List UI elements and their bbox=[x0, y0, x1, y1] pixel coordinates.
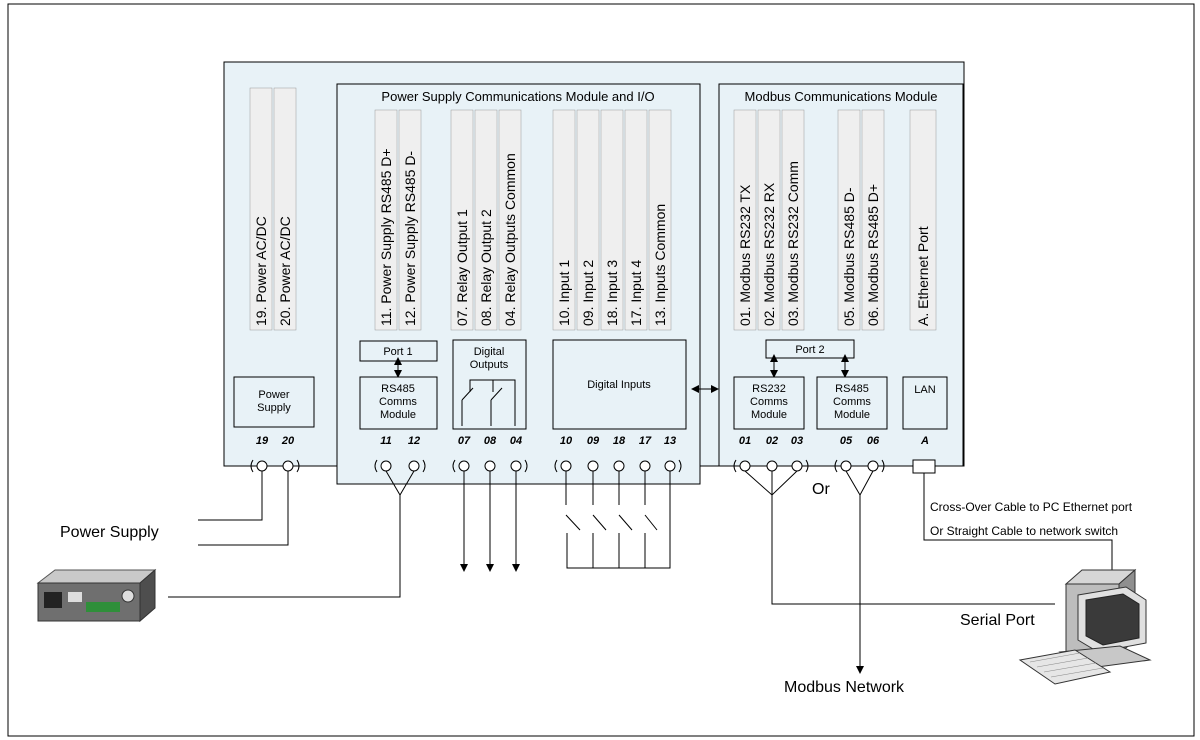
terminal-connectors bbox=[250, 459, 936, 474]
psc-module-title: Power Supply Communications Module and I… bbox=[381, 89, 654, 104]
power-supply-box-line2: Supply bbox=[257, 402, 291, 414]
label-terminal-08: 08. Relay Output 2 bbox=[478, 209, 494, 326]
port2-label: Port 2 bbox=[795, 344, 824, 356]
label-terminal-12: 12. Power Supply RS485 D- bbox=[402, 151, 418, 326]
digital-outputs-line1: Digital bbox=[474, 346, 505, 358]
svg-text:10: 10 bbox=[560, 435, 573, 447]
svg-text:07: 07 bbox=[458, 435, 471, 447]
svg-text:17: 17 bbox=[639, 435, 652, 447]
port2-box bbox=[765, 339, 855, 359]
label-terminal-01: 01. Modbus RS232 TX bbox=[737, 184, 753, 326]
modbus-module-title: Modbus Communications Module bbox=[745, 89, 938, 104]
label-terminal-02: 02. Modbus RS232 RX bbox=[761, 182, 777, 326]
psc-rs485-line2: Comms bbox=[379, 396, 417, 408]
svg-text:02: 02 bbox=[766, 435, 778, 447]
svg-text:19: 19 bbox=[256, 435, 269, 447]
power-supply-box bbox=[233, 376, 315, 428]
label-terminal-13: 13. Inputs Common bbox=[652, 204, 668, 326]
svg-text:11: 11 bbox=[380, 435, 391, 447]
psc-rs485-line1: RS485 bbox=[381, 383, 415, 395]
svg-text:13: 13 bbox=[664, 435, 676, 447]
wiring bbox=[168, 470, 1113, 674]
label-terminal-04: 04. Relay Outputs Common bbox=[502, 153, 518, 326]
svg-text:06: 06 bbox=[867, 435, 880, 447]
label-terminal-06: 06. Modbus RS485 D+ bbox=[865, 184, 881, 326]
power-supply-label: Power Supply bbox=[60, 524, 159, 541]
modbus-rs232-line1: RS232 bbox=[752, 383, 786, 395]
digital-inputs-box bbox=[552, 339, 687, 430]
svg-text:20: 20 bbox=[281, 435, 295, 447]
svg-text:18: 18 bbox=[613, 435, 626, 447]
psc-rs485-box bbox=[359, 376, 438, 430]
lan-box bbox=[902, 376, 948, 430]
vertical-labels: 19. Power AC/DC 20. Power AC/DC 11. Powe… bbox=[253, 148, 931, 326]
label-terminal-18: 18. Input 3 bbox=[604, 260, 620, 326]
label-terminal-17: 17. Input 4 bbox=[628, 260, 644, 326]
digital-outputs-box bbox=[452, 339, 527, 430]
label-terminal-09: 09. Input 2 bbox=[580, 260, 596, 326]
computer-icon bbox=[1018, 568, 1152, 685]
modbus-rs232-line2: Comms bbox=[750, 396, 788, 408]
cable-note-1: Cross-Over Cable to PC Ethernet port bbox=[930, 500, 1133, 514]
lan-label: LAN bbox=[914, 384, 935, 396]
label-terminal-a: A. Ethernet Port bbox=[915, 226, 931, 326]
modbus-rs485-line1: RS485 bbox=[835, 383, 869, 395]
svg-text:03: 03 bbox=[791, 435, 803, 447]
label-terminal-11: 11. Power Supply RS485 D+ bbox=[378, 148, 394, 326]
port1-label: Port 1 bbox=[383, 346, 412, 358]
power-supply-box-line1: Power bbox=[258, 389, 290, 401]
relay-switch-symbols bbox=[461, 379, 516, 426]
svg-text:04: 04 bbox=[510, 435, 522, 447]
label-terminal-07: 07. Relay Output 1 bbox=[454, 209, 470, 326]
modbus-rs485-box bbox=[816, 376, 888, 430]
label-strips bbox=[249, 87, 937, 331]
digital-inputs-label: Digital Inputs bbox=[587, 379, 651, 391]
psc-rs485-line3: Module bbox=[380, 409, 416, 421]
modbus-rs485-line3: Module bbox=[834, 409, 870, 421]
terminal-numbers: 19 20 11 12 07 08 04 10 09 18 17 13 01 0… bbox=[256, 435, 929, 447]
serial-port-label: Serial Port bbox=[960, 612, 1035, 629]
modbus-rs485-line2: Comms bbox=[833, 396, 871, 408]
label-terminal-19: 19. Power AC/DC bbox=[253, 216, 269, 326]
label-terminal-10: 10. Input 1 bbox=[556, 260, 572, 326]
label-terminal-05: 05. Modbus RS485 D- bbox=[841, 187, 857, 326]
digital-outputs-line2: Outputs bbox=[470, 359, 509, 371]
svg-text:08: 08 bbox=[484, 435, 497, 447]
svg-text:A: A bbox=[920, 435, 929, 447]
svg-text:01: 01 bbox=[739, 435, 751, 447]
svg-text:12: 12 bbox=[408, 435, 420, 447]
label-terminal-03: 03. Modbus RS232 Comm bbox=[785, 161, 801, 326]
modbus-rs232-box bbox=[733, 376, 805, 430]
modbus-rs232-line3: Module bbox=[751, 409, 787, 421]
svg-text:09: 09 bbox=[587, 435, 600, 447]
or-label: Or bbox=[812, 481, 830, 498]
svg-text:05: 05 bbox=[840, 435, 853, 447]
cable-note-2: Or Straight Cable to network switch bbox=[930, 524, 1118, 538]
power-supply-device-icon bbox=[36, 568, 157, 623]
label-terminal-20: 20. Power AC/DC bbox=[277, 216, 293, 326]
modbus-network-label: Modbus Network bbox=[784, 679, 905, 696]
